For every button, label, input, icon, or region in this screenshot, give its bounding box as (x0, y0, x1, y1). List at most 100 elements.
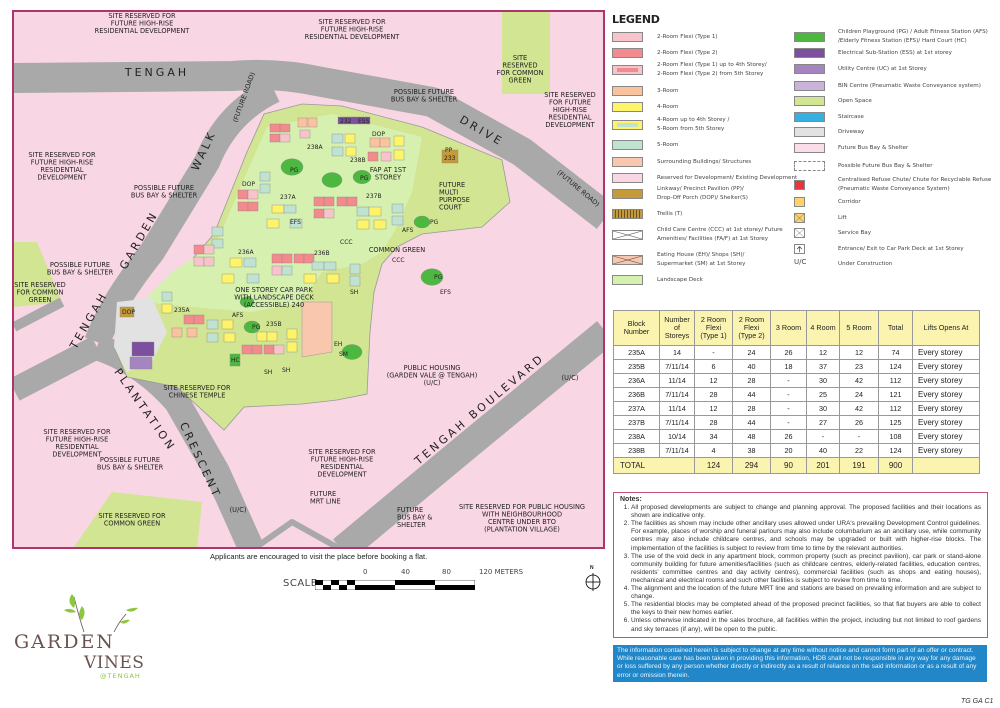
hard-court (229, 353, 241, 367)
table-total-cell: 294 (732, 457, 771, 474)
building-block (393, 149, 405, 161)
table-cell: 22 (839, 443, 879, 458)
building-block (259, 183, 271, 194)
legend-swatch (794, 161, 825, 171)
block-label: 235B (266, 321, 282, 328)
table-header: 2 Room Flexi (Type 1) (694, 310, 733, 346)
building-block (271, 265, 283, 276)
block-label: 235A (174, 307, 190, 314)
legend-label: Centralised Refuse Chute/ Chute for Recy… (838, 177, 992, 192)
facility-label: PG (434, 274, 443, 281)
building-block (279, 133, 291, 143)
table-cell: 42 (839, 373, 879, 388)
building-block (186, 327, 198, 338)
table-cell: 236A (613, 373, 660, 388)
building-block (393, 135, 405, 147)
building-block (131, 341, 155, 357)
legend-label: 5-Room (657, 141, 679, 148)
legend-label: Surrounding Buildings/ Structures (657, 158, 752, 165)
legend-swatch (794, 64, 825, 74)
building-block (247, 201, 259, 212)
facility-label: SH (264, 369, 272, 376)
building-block (259, 171, 271, 182)
table-cell: 121 (878, 387, 913, 402)
legend-swatch (612, 65, 643, 75)
table-cell: 4 (694, 443, 733, 458)
table-cell: 20 (770, 443, 807, 458)
table-cell: 108 (878, 429, 913, 444)
legend-swatch (794, 81, 825, 91)
table-cell: 26 (770, 345, 807, 360)
playground-area (280, 158, 304, 176)
legend-swatch (612, 230, 643, 240)
table-cell: - (770, 387, 807, 402)
table-cell: 24 (839, 387, 879, 402)
note-item: The alignment and the location of the fu… (631, 585, 981, 601)
table-header: 5 Room (839, 310, 879, 346)
building-block (297, 117, 308, 128)
table-cell: 125 (878, 415, 913, 430)
note-item: The facilities as shown may include othe… (631, 520, 981, 552)
table-cell: 11/14 (659, 373, 695, 388)
building-block (247, 189, 259, 200)
table-cell: 28 (694, 387, 733, 402)
block-label: 236B (314, 250, 330, 257)
table-cell: 12 (806, 345, 840, 360)
building-block (337, 116, 371, 125)
legend-swatch (794, 112, 825, 122)
scale-bar-graphic (315, 580, 475, 590)
legend-swatch (612, 102, 643, 112)
building-block (373, 219, 387, 230)
facility-label: DOP (122, 309, 135, 316)
legend-swatch (794, 127, 825, 137)
legend-swatch (794, 213, 805, 223)
table-cell: 44 (732, 415, 771, 430)
table-cell: Every storey (912, 443, 980, 458)
table-total-cell (912, 457, 980, 474)
building-block (223, 332, 236, 343)
legend-label: 4-Room up to 4th Storey / 5-Room from 5t… (657, 117, 730, 132)
table-cell: - (694, 345, 733, 360)
facility-label: SH (350, 289, 358, 296)
common-green-left (14, 242, 62, 307)
building-block (211, 226, 224, 237)
building-block (345, 146, 357, 157)
legend-label: Driveway (838, 128, 865, 135)
table-cell: 74 (878, 345, 913, 360)
building-block (281, 265, 293, 276)
table-cell: 112 (878, 401, 913, 416)
building-block (266, 331, 278, 342)
table-cell: 7/11/14 (659, 415, 695, 430)
building-block (313, 196, 325, 207)
building-block (323, 261, 337, 271)
table-cell: 26 (770, 429, 807, 444)
table-cell: 28 (694, 415, 733, 430)
table-cell: 6 (694, 359, 733, 374)
building-block (271, 253, 283, 264)
table-cell: 238B (613, 443, 660, 458)
building-block (368, 206, 382, 217)
facility-label: CCC (340, 239, 353, 246)
facility-label: PG (252, 324, 261, 331)
scale-label: SCALE (283, 578, 318, 589)
table-cell: Every storey (912, 415, 980, 430)
table-cell: 27 (806, 415, 840, 430)
table-cell: - (839, 429, 879, 444)
building-block (367, 151, 379, 162)
legend-label: Entrance/ Exit to Car Park Deck at 1st S… (838, 245, 964, 252)
facility-label: DOP (372, 131, 385, 138)
facility-label: SH (282, 367, 290, 374)
table-cell: - (806, 429, 840, 444)
note-item: The use of the void deck in any apartmen… (631, 553, 981, 585)
building-block (161, 291, 173, 302)
logo-text-tengah: @TENGAH (100, 672, 141, 680)
